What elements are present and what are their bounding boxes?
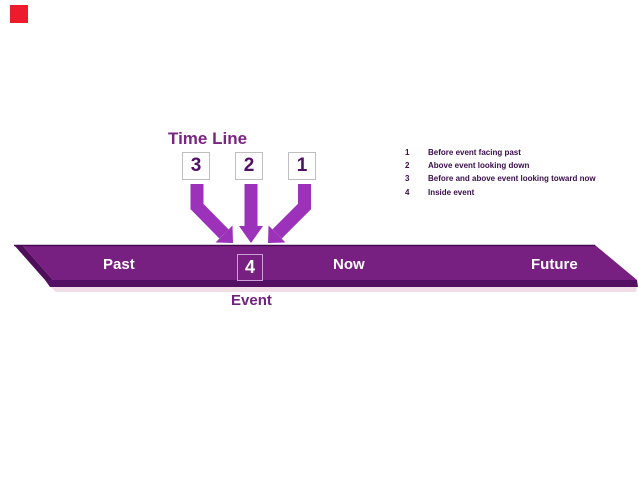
legend-item-3: 3 Before and above event looking toward …: [405, 172, 637, 185]
event-caption: Event: [231, 292, 272, 309]
elbow-arrow-from-3-head-icon: [215, 225, 233, 243]
event-box-4-label: 4: [244, 257, 255, 277]
red-marker: [10, 5, 28, 23]
elbow-arrow-from-3-icon: [190, 184, 229, 239]
timeline-label-future: Future: [531, 256, 578, 273]
timeline-bar-bottom-edge: [45, 280, 638, 287]
timeline-bar-left-bevel: [14, 245, 53, 280]
viewpoint-box-2-label: 2: [243, 155, 255, 176]
legend-item-1: 1 Before event facing past: [405, 146, 637, 159]
diagram-title: Time Line: [168, 129, 248, 148]
viewpoint-box-1-label: 1: [296, 155, 308, 176]
viewpoint-box-2: 2: [235, 152, 263, 180]
timeline-bar-shadow: [51, 287, 637, 292]
elbow-arrow-from-1-icon: [272, 184, 311, 239]
legend-item-3-text: Before and above event looking toward no…: [428, 174, 596, 184]
legend-item-3-number: 3: [405, 174, 410, 184]
legend-item-4: 4 Inside event: [405, 186, 637, 199]
legend-item-1-text: Before event facing past: [428, 148, 521, 157]
elbow-arrow-from-1-head-icon: [268, 225, 286, 243]
legend: 1 Before event facing past 2 Above event…: [405, 146, 637, 199]
legend-item-4-text: Inside event: [428, 187, 475, 197]
viewpoint-box-1: 1: [288, 152, 316, 180]
legend-item-2: 2 Above event looking down: [405, 159, 637, 172]
legend-item-2-text: Above event looking down: [428, 161, 530, 171]
straight-arrow-from-2-head-icon: [239, 226, 263, 243]
event-box-4: 4: [237, 254, 263, 281]
viewpoint-box-3: 3: [182, 152, 210, 180]
timeline-label-now: Now: [333, 256, 365, 273]
legend-item-4-number: 4: [405, 187, 410, 197]
legend-item-1-number: 1: [405, 148, 410, 157]
viewpoint-box-3-label: 3: [190, 155, 202, 176]
timeline-label-past: Past: [103, 256, 135, 273]
legend-item-2-number: 2: [405, 161, 410, 171]
